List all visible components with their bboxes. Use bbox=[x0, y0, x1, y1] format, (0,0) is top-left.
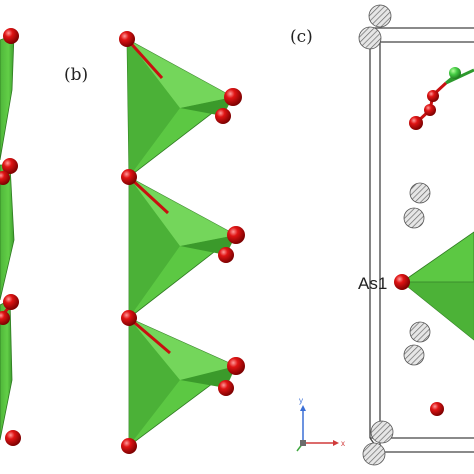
axes-triad: y x bbox=[296, 396, 345, 452]
unit-cell-frame bbox=[369, 27, 474, 453]
oxygen-atom bbox=[119, 31, 135, 47]
oxygen-atom bbox=[430, 402, 444, 416]
as1-tetrahedron bbox=[394, 231, 474, 341]
oxygen-atom bbox=[227, 357, 245, 375]
oxygen-atom bbox=[3, 28, 19, 44]
oxygen-atom bbox=[224, 88, 242, 106]
oxygen-atom bbox=[121, 438, 137, 454]
hatched-atom bbox=[370, 420, 394, 444]
y-axis-head bbox=[300, 405, 306, 411]
oxygen-atom bbox=[394, 274, 410, 290]
arsenic-atom bbox=[449, 67, 461, 79]
hatched-atom bbox=[362, 442, 386, 466]
oxygen-atom bbox=[427, 90, 439, 102]
x-axis-head bbox=[333, 440, 339, 446]
tetrahedron bbox=[128, 176, 237, 319]
oxygen-atom bbox=[215, 108, 231, 124]
hatched-atom bbox=[403, 344, 425, 366]
panel-b-chain bbox=[119, 31, 245, 454]
hatched-atom bbox=[409, 321, 431, 343]
bond bbox=[125, 37, 164, 80]
oxygen-atom bbox=[218, 380, 234, 396]
hatched-atom bbox=[409, 182, 431, 204]
as1-label: As1 bbox=[358, 274, 387, 293]
panel-a-chain bbox=[0, 28, 21, 446]
oxygen-atom bbox=[218, 247, 234, 263]
oxygen-atom bbox=[3, 294, 19, 310]
axis-origin bbox=[300, 440, 306, 446]
tetrahedron bbox=[0, 34, 15, 161]
oxygen-atom bbox=[121, 310, 137, 326]
bond bbox=[128, 316, 171, 355]
oxygen-atom bbox=[121, 169, 137, 185]
upper-fragment bbox=[409, 67, 474, 130]
hatched-atom bbox=[358, 26, 382, 50]
hatched-atoms bbox=[358, 4, 431, 466]
panel-c-label: (c) bbox=[290, 27, 313, 47]
oxygen-atom bbox=[2, 158, 18, 174]
y-axis-label: y bbox=[299, 396, 303, 405]
oxygen-atom bbox=[0, 171, 10, 185]
bond bbox=[127, 175, 170, 215]
x-axis-label: x bbox=[341, 439, 345, 448]
oxygen-atom bbox=[424, 104, 436, 116]
panel-b-label: (b) bbox=[64, 65, 88, 85]
hatched-atom bbox=[368, 4, 392, 28]
hatched-atom bbox=[403, 207, 425, 229]
tetrahedron bbox=[126, 38, 234, 178]
tetrahedron bbox=[0, 164, 15, 301]
oxygen-atom bbox=[5, 430, 21, 446]
oxygen-atom bbox=[227, 226, 245, 244]
oxygen-atom bbox=[409, 116, 423, 130]
tetrahedron bbox=[128, 317, 237, 447]
oxygen-atom bbox=[0, 311, 10, 325]
